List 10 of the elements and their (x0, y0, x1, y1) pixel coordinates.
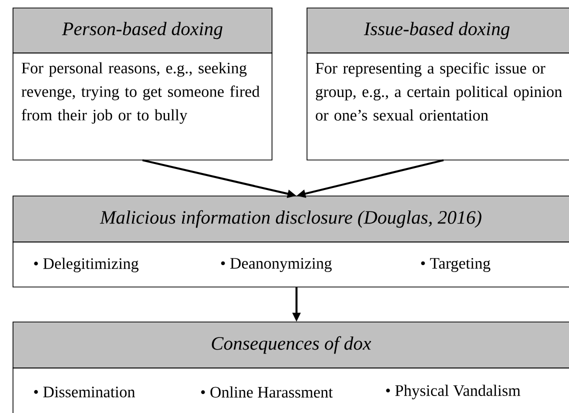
category-box: Issue-based doxing For representing a specific issue or group, e.g., a certain political opinion or one’s sexual orientation (306, 8, 569, 160)
category-box: Malicious information disclosure (Douglas, 2016) • Delegitimizing • Deanonymizing • Targeting (12, 196, 569, 288)
node-label: Issue-based doxing (364, 22, 510, 40)
category-box: Person-based doxing For personal reasons, e.g., seeking revenge, trying to get someone fired from their job or to bully (12, 8, 272, 160)
node-label: Person-based doxing (62, 22, 222, 40)
node-label: • Deanonymizing (221, 258, 332, 272)
node-label: • Targeting (421, 258, 490, 272)
category-box: Consequences of dox • Dissemination • Online Harassment • Physical Vandalism (12, 322, 569, 413)
node-label: Consequences of dox (212, 336, 372, 354)
node-label: • Delegitimizing (34, 258, 139, 272)
